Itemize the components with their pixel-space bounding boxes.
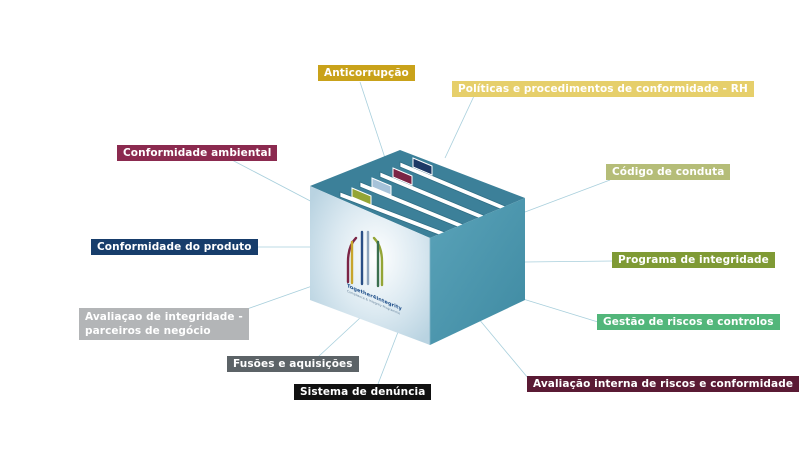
label-anticorrupcao: Anticorrupção: [318, 65, 415, 81]
label-avaliacao-parceiros-line-1: Avaliaçao de integridade -: [85, 311, 243, 323]
label-gestao-riscos: Gestão de riscos e controlos: [597, 314, 780, 330]
connector-politicas-rh: [444, 95, 475, 159]
box-back-panel: [310, 150, 525, 238]
label-avaliacao-parceiros: Avaliaçao de integridade - parceiros de …: [79, 308, 249, 340]
label-conformidade-produto: Conformidade do produto: [91, 239, 258, 255]
connector-codigo-conduta: [524, 179, 611, 213]
connector-anticorrupcao: [359, 81, 386, 159]
box-side-face: [430, 198, 525, 345]
label-fusoes: Fusões e aquisições: [227, 356, 359, 372]
connector-fusoes: [317, 317, 361, 358]
together4integrity-logo: [346, 230, 384, 288]
label-conformidade-ambiental: Conformidade ambiental: [117, 145, 278, 161]
box-front-face: [310, 186, 430, 345]
label-codigo-conduta: Código de conduta: [606, 164, 731, 180]
connector-programa-integridade: [524, 260, 614, 263]
connector-conformidade-ambiental: [231, 159, 319, 206]
label-avaliacao-parceiros-line-2: parceiros de negócio: [85, 325, 211, 337]
connector-avaliacao-interna: [477, 317, 529, 379]
connector-sistema-denuncia: [377, 331, 399, 385]
label-avaliacao-interna: Avaliação interna de riscos e conformida…: [527, 376, 800, 392]
label-politicas-rh: Políticas e procedimentos de conformidad…: [452, 81, 754, 97]
label-programa-integridade: Programa de integridade: [612, 252, 775, 268]
label-sistema-denuncia: Sistema de denúncia: [294, 384, 432, 400]
